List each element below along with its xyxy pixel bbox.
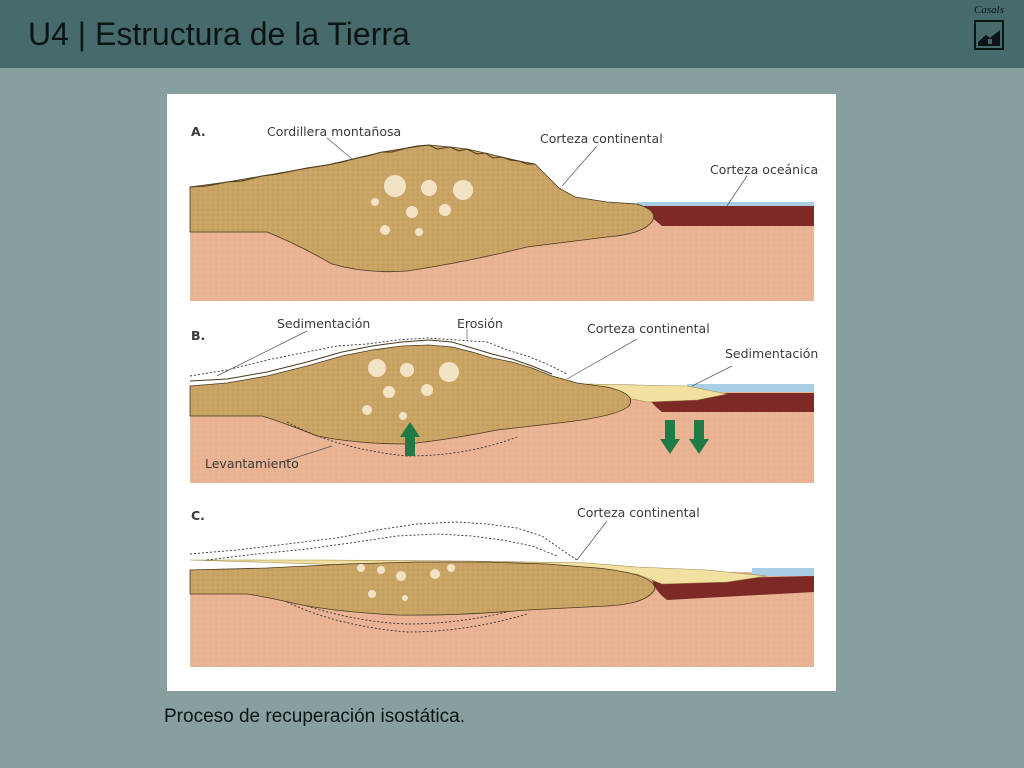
- oceanic-crust-a: [642, 206, 814, 226]
- magma-blobs-c: [357, 564, 455, 601]
- label-erosion: Erosión: [457, 316, 503, 331]
- label-corteza-continental-a: Corteza continental: [540, 131, 663, 146]
- logo-text: Casals: [974, 4, 1004, 16]
- uplift-arrow: [400, 422, 420, 456]
- house-logo-icon: [974, 20, 1004, 50]
- mountain-ridge-a: [189, 144, 535, 188]
- ocean-c: [752, 568, 814, 576]
- label-corteza-oceanica: Corteza oceánica: [710, 162, 818, 177]
- figure-caption: Proceso de recuperación isostática.: [164, 706, 465, 727]
- label-corteza-continental-b: Corteza continental: [587, 321, 710, 336]
- isostasy-figure: A. Cordillera montañosa Corteza continen…: [167, 94, 836, 691]
- label-sedimentacion-left: Sedimentación: [277, 316, 370, 331]
- continental-crust-c: [189, 561, 656, 616]
- publisher-logo: Casals: [966, 4, 1012, 58]
- label-levantamiento: Levantamiento: [205, 456, 299, 471]
- leader-corteza-continental-b: [566, 338, 638, 380]
- leader-corteza-oceanica: [726, 175, 748, 207]
- leader-sedimentacion-right: [691, 365, 733, 387]
- magma-blobs-b: [362, 359, 459, 420]
- panel-a-letter: A.: [191, 124, 206, 139]
- panel-c: C. Corteza continental: [189, 505, 814, 667]
- leader-cordillera: [326, 137, 353, 160]
- leader-corteza-continental-c: [576, 520, 608, 561]
- label-sedimentacion-right: Sedimentación: [725, 346, 818, 361]
- magma-blobs-a: [371, 175, 473, 236]
- subsidence-arrow-2: [689, 420, 709, 454]
- eroded-surface-b: [189, 339, 553, 382]
- original-relief-dashed-b: [189, 337, 568, 377]
- sediment-layer-c: [189, 559, 768, 585]
- panel-a: A. Cordillera montañosa Corteza continen…: [189, 124, 818, 301]
- slide-title: U4 | Estructura de la Tierra: [28, 16, 410, 52]
- panel-c-letter: C.: [191, 508, 205, 523]
- label-corteza-continental-c: Corteza continental: [577, 505, 700, 520]
- subsidence-arrow-1: [660, 420, 680, 454]
- label-cordillera: Cordillera montañosa: [267, 124, 401, 139]
- leader-sedimentacion-left: [216, 330, 308, 377]
- slide-header: U4 | Estructura de la Tierra Casals: [0, 0, 1024, 68]
- panel-b-letter: B.: [191, 328, 205, 343]
- leader-levantamiento: [281, 445, 333, 463]
- original-relief-dashed-c1: [189, 521, 578, 561]
- original-root-dashed-c1: [286, 601, 528, 633]
- original-root-dashed-c2: [306, 605, 508, 625]
- original-relief-dashed-c2: [206, 533, 558, 561]
- panel-b: B. Sedimentación Erosión Corteza contine…: [189, 316, 818, 483]
- leader-corteza-continental-a: [561, 145, 598, 187]
- isostasy-diagram: A. Cordillera montañosa Corteza continen…: [189, 124, 818, 667]
- ocean-b: [687, 384, 814, 392]
